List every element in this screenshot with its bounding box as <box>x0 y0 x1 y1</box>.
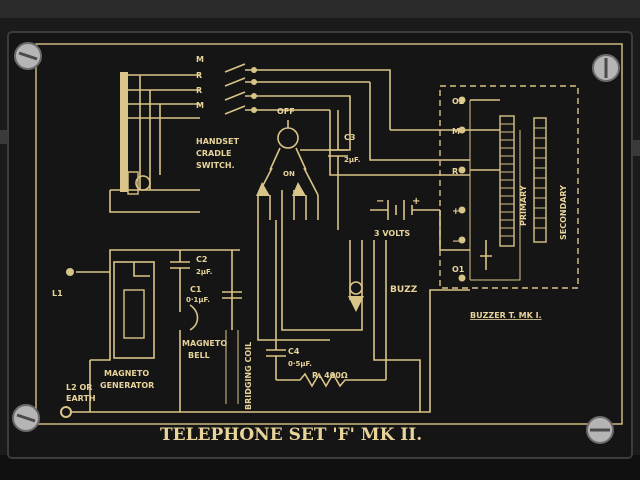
label-r1: R <box>196 71 202 80</box>
label-terminal-minus: − <box>452 237 460 247</box>
terminal-l1 <box>66 268 74 276</box>
label-terminal-plus: + <box>452 207 460 217</box>
screw-top-right <box>592 54 620 82</box>
label-magneto-gen-2: GENERATOR <box>100 381 154 390</box>
plate-border <box>35 43 623 425</box>
label-m-top: M <box>196 55 204 64</box>
label-cradle-2: CRADLE <box>196 149 231 158</box>
label-c2: C2 <box>196 255 207 264</box>
label-l2-2: EARTH <box>66 394 96 403</box>
terminal-l2-earth <box>60 406 72 418</box>
label-c3-value: 2μF. <box>344 156 360 164</box>
label-c4-value: 0·5μF. <box>288 360 312 368</box>
label-c3: C3 <box>344 133 355 142</box>
label-secondary: SECONDARY <box>559 185 568 240</box>
label-terminal-m: M <box>452 127 460 136</box>
label-terminal-r: R <box>452 167 458 176</box>
label-c1-value: 0·1μF. <box>186 296 210 304</box>
label-c4: C4 <box>288 347 300 356</box>
label-magneto-gen-1: MAGNETO <box>104 369 149 378</box>
label-terminal-o2: O2 <box>452 97 464 106</box>
labels: M R R M OFF ON HANDSET CRADLE SWITCH. C3… <box>52 55 568 445</box>
plate-title: TELEPHONE SET 'F' MK II. <box>160 425 422 445</box>
label-l2-1: L2 OR <box>66 383 92 392</box>
label-terminal-o1: O1 <box>452 265 465 274</box>
label-resistor: R. 400Ω <box>312 371 348 380</box>
label-primary: PRIMARY <box>519 185 528 226</box>
label-buzzer: BUZZER T. MK I. <box>470 311 542 320</box>
label-magneto-bell-2: BELL <box>188 351 210 360</box>
handset-spring-block <box>127 171 139 195</box>
label-battery-plus: + <box>412 196 420 207</box>
secondary-coil <box>533 117 547 243</box>
label-magneto-bell-1: MAGNETO <box>182 339 227 348</box>
case-top-edge <box>0 0 640 18</box>
circuit-wiring <box>72 63 579 413</box>
label-on: ON <box>283 170 295 178</box>
label-r2: R <box>196 86 202 95</box>
case-bottom-edge <box>0 455 640 480</box>
label-cradle-1: HANDSET <box>196 137 239 146</box>
label-m-bottom: M <box>196 101 204 110</box>
screw-bottom-left <box>12 404 40 432</box>
screw-bottom-right <box>586 416 614 444</box>
label-l1: L1 <box>52 289 63 298</box>
label-buzz: BUZZ <box>390 285 418 295</box>
label-c1: C1 <box>190 285 202 294</box>
label-three-volts: 3 VOLTS <box>374 229 410 238</box>
handset-receiver-terminal <box>135 175 151 191</box>
screw-top-left <box>14 42 42 70</box>
label-battery-minus: − <box>376 196 384 207</box>
label-bridging-coil: BRIDGING COIL <box>244 342 253 410</box>
label-c2-value: 2μF. <box>196 268 212 276</box>
handset-block <box>120 72 128 192</box>
primary-coil <box>499 115 515 247</box>
label-off: OFF <box>277 107 295 116</box>
metal-plate <box>7 31 633 459</box>
label-cradle-3: SWITCH. <box>196 161 235 170</box>
